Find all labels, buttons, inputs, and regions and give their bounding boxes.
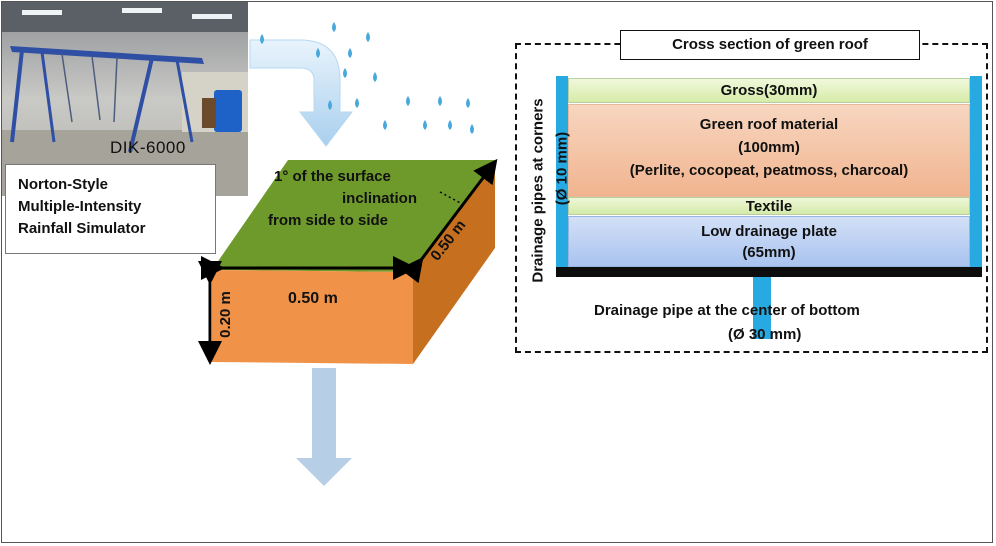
simulator-label-line: Multiple-Intensity [18,198,142,215]
slope-label-line1: 1° of the surface [274,168,391,185]
layer-drain-label: Low drainage plate [701,223,837,240]
layer-grass-label: Gross(30mm) [720,82,818,99]
simulator-label-box: Norton-Style Multiple-Intensity Rainfall… [5,164,216,254]
bottom-plate [556,267,982,277]
corner-pipe-diameter: (Ø 10 mm) [553,131,571,206]
center-pipe-diameter: (Ø 30 mm) [728,326,802,343]
simulator-label-line: Norton-Style [18,176,108,193]
dimension-arrows [198,158,498,365]
layer-drain-thickness: (65mm) [742,244,796,261]
box-front-face [212,270,413,364]
center-pipe-label: Drainage pipe at the center of bottom [594,302,860,319]
right-corner-pipe [970,76,982,270]
cross-section-title: Cross section of green roof [620,30,920,60]
simulator-label-line: Rainfall Simulator [18,220,146,237]
center-drain-pipe [753,277,771,339]
layer-textile-label: Textile [745,198,793,215]
slope-label-line2: inclination [342,190,417,207]
layer-green-label: Green roof material [699,116,839,133]
left-corner-pipe [556,76,568,270]
outflow-arrow [296,368,352,486]
rain-flow-arrow [249,39,354,147]
layer-grass: Gross(30mm) [568,78,970,103]
layer-green-composition: (Perlite, cocopeat, peatmoss, charcoal) [629,162,909,179]
layer-textile: Textile [568,197,970,215]
height-label: 0.20 m [216,291,234,338]
slope-label-line3: from side to side [268,212,389,229]
layer-drainage-plate: Low drainage plate (65mm) [568,216,970,267]
front-width-label: 0.50 m [288,290,338,307]
corner-pipe-label: Drainage pipes at corners [529,98,547,283]
depth-arrow [399,158,498,284]
layer-green-roof-material: Green roof material (100mm) (Perlite, co… [568,104,970,197]
photo-caption: DIK-6000 [110,138,186,157]
layer-green-thickness: (100mm) [738,139,800,156]
rain-drops [260,22,474,134]
